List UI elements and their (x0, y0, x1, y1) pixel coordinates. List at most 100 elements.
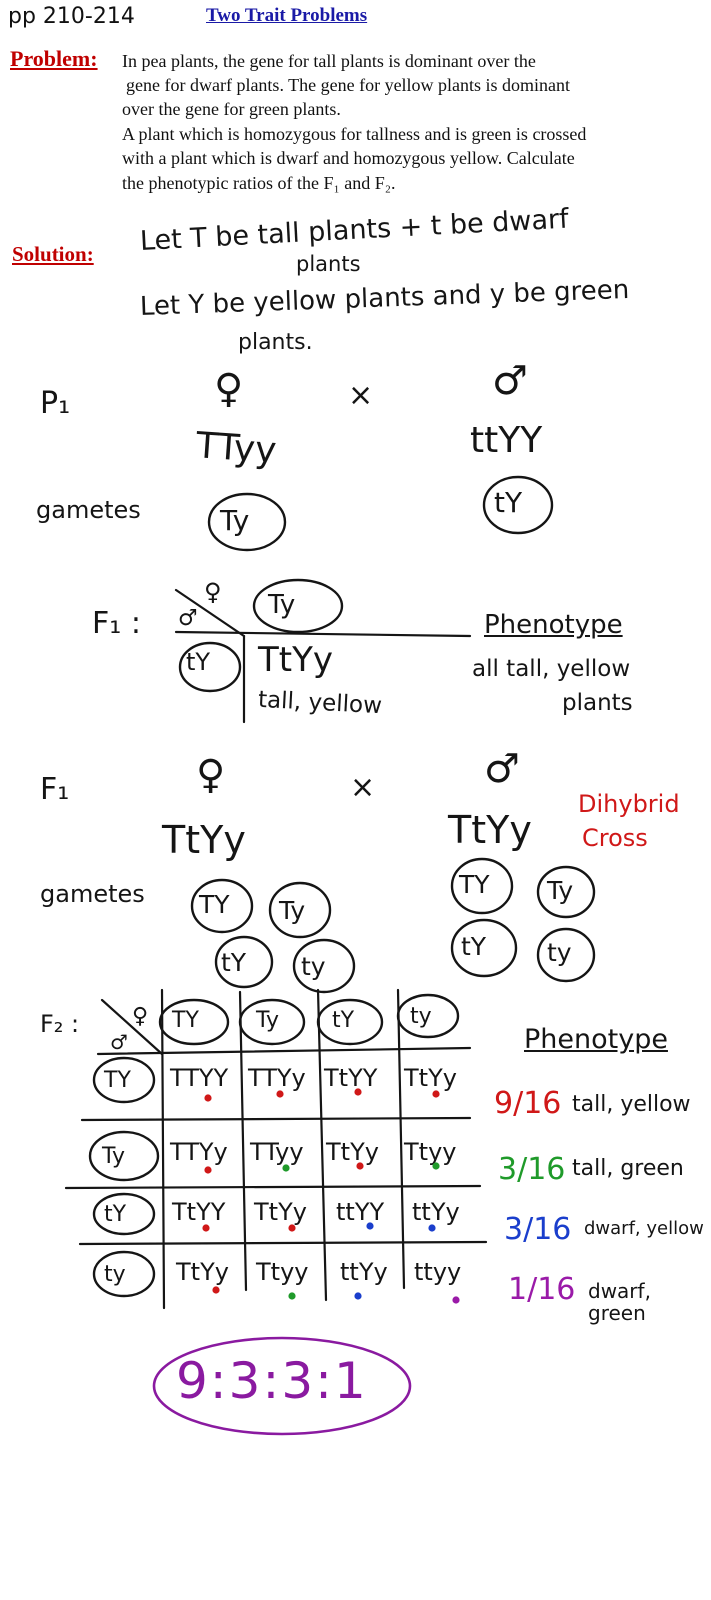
phenotype-fraction-2: 3/16 (498, 1152, 566, 1187)
problem-line-6: the phenotypic ratios of the F₁ and F₂. (122, 173, 396, 193)
f2-row-gamete-2: Ty (102, 1144, 126, 1169)
f2-phenotype-heading: Phenotype (524, 1024, 668, 1055)
f1-row-gamete: tY (186, 648, 211, 676)
f1-female-genotype: TtYy (162, 818, 246, 862)
problem-line-3: over the gene for green plants. (122, 99, 341, 119)
f2-col-gamete-2: Ty (256, 1008, 280, 1033)
f1-corner-female-icon: ♀ (204, 578, 222, 606)
f1-corner-male-icon: ♂ (178, 606, 198, 631)
f1-phenotype-line-1: all tall, yellow (472, 656, 631, 682)
page-range: pp 210-214 (8, 4, 135, 29)
f1-female-gamete-1: TY (199, 890, 230, 919)
f2-cell: TtYy (404, 1064, 457, 1092)
phenotype-dot (202, 1224, 210, 1232)
f2-cell: TTyy (250, 1138, 304, 1166)
f1-cross-label: F₁ (40, 772, 70, 807)
let-t-plants: plants (296, 252, 361, 276)
f1-male-gamete-3: tY (461, 932, 487, 961)
gamete-circle (92, 1250, 156, 1298)
female-symbol-icon: ♀ (214, 366, 244, 412)
p1-gametes-label: gametes (36, 496, 141, 524)
f1-phenotype-line-2: plants (562, 690, 633, 716)
f2-cell: TTYy (170, 1138, 228, 1166)
f1-male-symbol-icon: ♂ (484, 746, 520, 792)
f1-square-label: F₁ : (92, 606, 141, 641)
f2-cell: ttyy (414, 1258, 462, 1286)
f2-grid-line (316, 988, 328, 1302)
phenotype-label-4: dwarf, green (588, 1279, 651, 1325)
f2-cell: TTYY (170, 1064, 229, 1092)
f1-male-gamete-2: Ty (547, 876, 574, 905)
phenotype-label-3: dwarf, yellow (584, 1218, 704, 1239)
f2-grid-line (96, 1046, 472, 1056)
problem-line-1: In pea plants, the gene for tall plants … (122, 51, 536, 71)
f2-cell: TTYy (248, 1064, 306, 1092)
male-symbol-icon: ♂ (492, 358, 528, 404)
f2-cell: TtYY (324, 1064, 378, 1092)
f2-grid-line (64, 1184, 482, 1190)
problem-line-2: gene for dwarf plants. The gene for yell… (126, 75, 571, 95)
phenotype-dot (282, 1164, 290, 1172)
gamete-circle (178, 641, 242, 693)
dihybrid-note-line-2: Cross (582, 824, 648, 852)
gamete-circle (207, 492, 287, 552)
f2-grid-line (78, 1240, 488, 1246)
dihybrid-note-line-1: Dihybrid (578, 790, 680, 818)
f1-female-symbol-icon: ♀ (196, 752, 226, 798)
f2-cell: Ttyy (404, 1138, 457, 1166)
f2-cell: TtYy (326, 1138, 379, 1166)
f1-column-gamete: Ty (268, 590, 296, 620)
f2-corner-female-icon: ♀ (132, 1004, 149, 1029)
f2-cell: Ttyy (256, 1258, 309, 1286)
f2-row-gamete-1: TY (104, 1068, 131, 1093)
phenotype-dot (354, 1088, 362, 1096)
f1-male-genotype: TtYy (448, 808, 532, 852)
f2-col-gamete-4: ty (410, 1004, 432, 1029)
f1-female-gamete-3: tY (221, 948, 247, 977)
f2-cell: ttYy (340, 1258, 388, 1286)
gamete-circle (536, 865, 596, 919)
phenotype-dot (288, 1224, 296, 1232)
f2-col-gamete-3: tY (332, 1008, 355, 1033)
gamete-circle (536, 927, 596, 983)
gamete-circle (482, 475, 554, 535)
f2-cell: TtYy (176, 1258, 229, 1286)
f2-cell: TtYY (172, 1198, 226, 1226)
p1-female-gamete: Ty (220, 504, 250, 537)
final-ratio: 9:3:3:1 (176, 1352, 368, 1410)
f2-row-gamete-4: ty (104, 1262, 126, 1287)
f1-female-gamete-4: ty (301, 952, 326, 981)
problem-line-5: with a plant which is dwarf and homozygo… (122, 148, 575, 168)
p1-label: P₁ (40, 386, 71, 421)
phenotype-label-2: tall, green (572, 1156, 684, 1181)
f2-cell: ttYY (336, 1198, 385, 1226)
ratio-oval (152, 1336, 412, 1436)
gamete-circle (268, 881, 332, 939)
f2-grid-line (80, 1116, 472, 1122)
phenotype-dot (432, 1090, 440, 1098)
f1-cross-sign: × (350, 770, 376, 805)
phenotype-dot (204, 1166, 212, 1174)
f2-row-gamete-3: tY (104, 1202, 127, 1227)
f2-grid-line (160, 988, 166, 1310)
f1-corner-diagonal (174, 588, 246, 638)
gamete-circle (92, 1192, 156, 1236)
f2-square-label: F₂ : (40, 1010, 80, 1038)
phenotype-dot (428, 1224, 436, 1232)
phenotype-fraction-4: 1/16 (508, 1272, 576, 1307)
page-title: Two Trait Problems (206, 5, 368, 26)
problem-line-4: A plant which is homozygous for tallness… (122, 124, 587, 144)
solution-label: Solution: (12, 242, 94, 266)
phenotype-dot (432, 1162, 440, 1170)
phenotype-dot (356, 1162, 364, 1170)
gamete-circle (450, 857, 514, 915)
f1-male-gamete-1: TY (459, 870, 490, 899)
gamete-circle (88, 1130, 160, 1182)
f1-square-divider (174, 630, 472, 638)
phenotype-dot (276, 1090, 284, 1098)
f2-grid-line (396, 988, 406, 1290)
f2-corner-diagonal (100, 998, 164, 1056)
f1-female-gamete-2: Ty (279, 896, 306, 925)
gamete-circle (238, 998, 306, 1046)
